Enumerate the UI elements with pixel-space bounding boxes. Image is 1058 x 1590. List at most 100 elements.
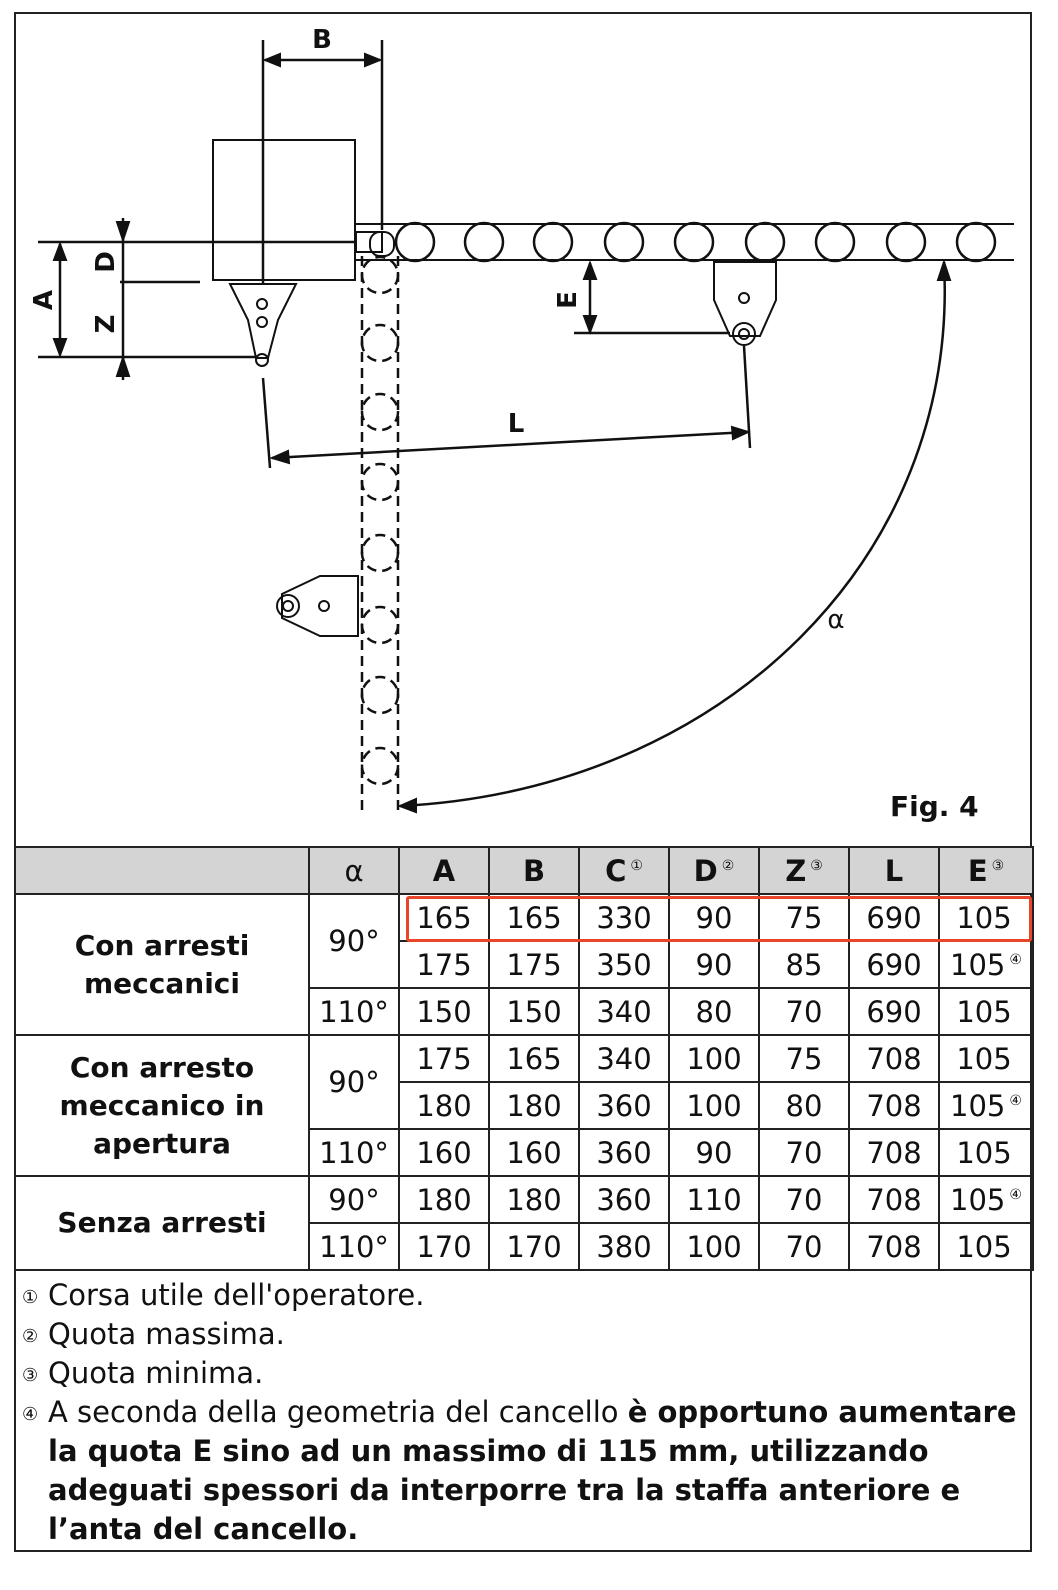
value-cell: 100 <box>668 1222 760 1271</box>
value-cell: 160 <box>488 1128 580 1177</box>
installation-diagram: B A D Z E L α <box>29 25 1014 815</box>
value-cell: 90 <box>668 1128 760 1177</box>
footnote-mark: ④ <box>22 1404 39 1425</box>
dim-label-b: B <box>312 25 332 55</box>
dim-label-l: L <box>508 409 525 439</box>
value-cell: 180 <box>488 1081 580 1130</box>
value-cell: 360 <box>578 1081 670 1130</box>
value-cell: 708 <box>848 1081 940 1130</box>
value-cell: 90 <box>668 893 760 942</box>
value-cell: 165 <box>488 893 580 942</box>
alpha-cell: 90° <box>308 1175 400 1224</box>
value-cell: 110 <box>668 1175 760 1224</box>
alpha-cell: 90° <box>308 1034 400 1130</box>
value-cell: 380 <box>578 1222 670 1271</box>
alpha-cell: 90° <box>308 893 400 989</box>
table-row: 110° 160 160 360 90 70 708 105 <box>15 1128 1034 1177</box>
value-cell: 175 <box>398 1034 490 1083</box>
footnote-text: Corsa utile dell'operatore. <box>48 1278 425 1312</box>
footnote-mark: ③ <box>22 1365 39 1386</box>
footnote-mark: ① <box>22 1287 39 1308</box>
value-cell: 330 <box>578 893 670 942</box>
footnote-text: Quota massima. <box>48 1317 285 1351</box>
dim-label-d: D <box>91 251 121 273</box>
value-cell: 175 <box>398 940 490 989</box>
operator-box <box>212 139 356 281</box>
footnote: ① Corsa utile dell'operatore. <box>22 1276 1022 1315</box>
value-cell: 105 <box>938 1222 1034 1271</box>
header-l: L <box>848 846 940 895</box>
value-cell: 708 <box>848 1222 940 1271</box>
value-cell: 170 <box>398 1222 490 1271</box>
group-label: Con arresto meccanico in apertura <box>14 1034 310 1177</box>
header-b: B <box>488 846 580 895</box>
footnote-text: Quota minima. <box>48 1356 264 1390</box>
value-cell: 75 <box>758 893 850 942</box>
table-row: Senza arresti 90° 180 180 360 110 70 708… <box>14 1175 1034 1271</box>
value-cell: 180 <box>398 1175 490 1224</box>
table-row: Con arresto meccanico in apertura 90° 17… <box>14 1034 1034 1177</box>
value-cell: 80 <box>758 1081 850 1130</box>
footnote-text: A seconda della geometria del cancello <box>48 1395 628 1429</box>
table-row: 110° 170 170 380 100 70 708 105 <box>15 1222 1034 1271</box>
dim-label-z: Z <box>91 315 121 334</box>
value-cell: 180 <box>488 1175 580 1224</box>
footnote: ④ A seconda della geometria del cancello… <box>22 1393 1022 1549</box>
value-cell: 360 <box>578 1128 670 1177</box>
group-label: Con arresti meccanici <box>14 893 310 1036</box>
dim-label-a: A <box>29 290 59 310</box>
value-cell: 690 <box>848 940 940 989</box>
group-label: Senza arresti <box>14 1175 310 1271</box>
value-cell: 100 <box>668 1081 760 1130</box>
value-cell: 340 <box>578 1034 670 1083</box>
header-empty-cell <box>14 846 310 895</box>
alpha-cell: 110° <box>308 987 400 1036</box>
value-cell: 75 <box>758 1034 850 1083</box>
value-cell: 165 <box>488 1034 580 1083</box>
value-cell: 708 <box>848 1128 940 1177</box>
value-cell: 105 <box>938 987 1034 1036</box>
value-cell: 690 <box>848 893 940 942</box>
value-cell: 165 <box>398 893 490 942</box>
value-cell: 85 <box>758 940 850 989</box>
value-cell: 100 <box>668 1034 760 1083</box>
value-cell: 690 <box>848 987 940 1036</box>
gate-open <box>360 255 400 815</box>
footnote-bold-text: è opportuno aumentare la quota E sino ad… <box>48 1395 1017 1546</box>
footnote-mark: ② <box>22 1326 39 1347</box>
value-cell: 70 <box>758 1222 850 1271</box>
value-cell: 160 <box>398 1128 490 1177</box>
value-cell: 70 <box>758 1128 850 1177</box>
gate-closed <box>394 221 997 263</box>
table-row: 110° 150 150 340 80 70 690 105 <box>15 987 1034 1036</box>
header-a: A <box>398 846 490 895</box>
footnote: ② Quota massima. <box>22 1315 1022 1354</box>
figure-label: Fig. 4 <box>890 790 979 823</box>
table-row: Con arresti meccanici 90° 165 165 330 90… <box>14 893 1034 1036</box>
alpha-cell: 110° <box>308 1128 400 1177</box>
value-cell: 105 <box>938 893 1034 942</box>
value-cell: 170 <box>488 1222 580 1271</box>
value-cell: 360 <box>578 1175 670 1224</box>
value-cell: 105 <box>938 1034 1034 1083</box>
footnotes: ① Corsa utile dell'operatore. ② Quota ma… <box>22 1276 1022 1549</box>
value-cell: 80 <box>668 987 760 1036</box>
value-cell: 340 <box>578 987 670 1036</box>
dim-label-alpha: α <box>827 605 844 635</box>
value-cell: 175 <box>488 940 580 989</box>
value-cell: 708 <box>848 1175 940 1224</box>
value-cell: 180 <box>398 1081 490 1130</box>
alpha-arc <box>399 261 947 808</box>
value-cell: 90 <box>668 940 760 989</box>
value-cell: 105 <box>938 1128 1034 1177</box>
